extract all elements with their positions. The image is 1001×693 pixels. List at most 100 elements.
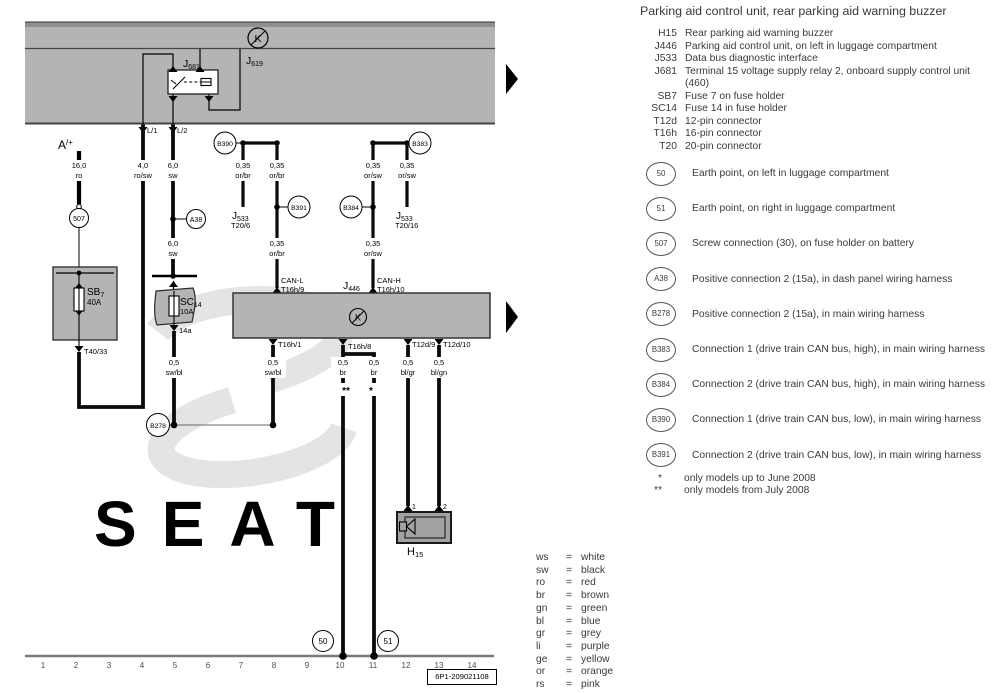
equals-sign: = [566, 615, 573, 627]
connection-description: Connection 2 (drive train CAN bus, high)… [692, 379, 986, 391]
fuse-sc14: SC14 10A 14a [154, 287, 202, 335]
color-name: red [581, 577, 596, 589]
label-t12d-9: T12d/9 [412, 340, 435, 349]
wire-gauge-label: 0,5 [434, 358, 444, 367]
legend-connection-row: 50 Earth point, on left in luggage compa… [640, 156, 1001, 191]
legend-footnote-row: ** only models from July 2008 [640, 485, 1001, 497]
component-code: T16h [653, 128, 677, 139]
color-code: or [536, 666, 546, 678]
track-number: 14 [467, 661, 477, 670]
k-symbol-j446: K [348, 307, 368, 327]
wire-color-label: or/br [269, 171, 285, 180]
speaker-horn-icon [405, 517, 416, 536]
wire-color-row: br = brown [536, 590, 613, 603]
label-t16h-8: T16h/8 [348, 342, 371, 351]
track-number: 13 [434, 661, 444, 670]
label-sb7-amps: 40A [87, 298, 102, 307]
color-code: rs [536, 679, 545, 691]
legend-component-row: T12d 12-pin connector [640, 116, 1001, 129]
color-code: gn [536, 602, 548, 614]
legend-connection-row: B391 Connection 2 (drive train CAN bus, … [640, 438, 1001, 473]
speaker-icon [398, 521, 408, 532]
control-unit-j446: J446 K T16h/1 T16h/8 T12d/9 T12d/10 [232, 280, 518, 351]
track-number: 12 [401, 661, 411, 670]
connection-code-badge: B390 [646, 407, 676, 432]
wire-color-label: sw [168, 171, 178, 180]
label-l2: L/2 [177, 126, 187, 135]
wire-color-row: sw = black [536, 565, 613, 578]
component-code: H15 [658, 28, 677, 39]
label-t20-16: T20/16 [395, 221, 418, 230]
wire-gauge-label: 16,0 [72, 161, 87, 170]
connection-code-badge: B384 [646, 372, 676, 397]
connection-code-badge: 507 [646, 231, 676, 256]
color-name: brown [581, 590, 610, 602]
equals-sign: = [566, 666, 573, 678]
junction-b278: B278 [146, 413, 277, 437]
label-sc14-amps: 10A [180, 307, 193, 316]
connection-description: Connection 1 (drive train CAN bus, low),… [692, 414, 982, 426]
track-number: 3 [106, 661, 112, 670]
label-j619: J619 [246, 55, 263, 68]
wire-color-row: gn = green [536, 603, 613, 616]
wire-gauge-label: 0,35 [270, 239, 285, 248]
wire-gauge-label: 0,5 [403, 358, 413, 367]
label-sb7: SB7 [87, 287, 104, 299]
wire-color-label: or/br [269, 249, 285, 258]
label-j533-right: J533 [396, 211, 413, 223]
connection-code-badge: B383 [646, 337, 676, 362]
component-description: Rear parking aid warning buzzer [685, 28, 834, 39]
equals-sign: = [566, 628, 573, 640]
component-description: Data bus diagnostic interface [685, 53, 818, 64]
component-code: SB7 [657, 90, 677, 102]
wire-gauge-label: 0,35 [270, 161, 285, 170]
connection-list: 50 Earth point, on left in luggage compa… [640, 156, 1001, 473]
label-t20-6: T20/6 [231, 221, 250, 230]
color-name: grey [581, 628, 602, 640]
connection-description: Earth point, on right in luggage compart… [692, 203, 896, 215]
label-h15-pin2: 2 [443, 504, 447, 511]
equals-sign: = [566, 602, 573, 614]
seat-watermark-text: SEAT [94, 488, 360, 560]
component-description: Parking aid control unit, on left in lug… [685, 40, 937, 52]
component-code: J533 [654, 53, 677, 64]
footnote-list: * only models up to June 2008 ** only mo… [640, 473, 1001, 498]
wire-color-label: ro [76, 171, 83, 180]
top-band: K [25, 21, 518, 125]
fuse-sb7: SB7 40A [52, 266, 118, 341]
connection-description: Positive connection 2 (15a), in dash pan… [692, 273, 953, 285]
k-letter: K [254, 33, 261, 45]
wire-color-row: bl = blue [536, 616, 613, 629]
wire-color-table: ws = white sw = black ro = red br = brow… [536, 552, 613, 692]
band-pin-labels: L/1 L/2 [138, 126, 187, 135]
track-number: 11 [368, 661, 378, 670]
color-code: ge [536, 653, 548, 665]
connection-description: Positive connection 2 (15a), in main wir… [692, 308, 925, 320]
legend-component-row: SB7 Fuse 7 on fuse holder [640, 91, 1001, 104]
wire-color-label: ro/sw [134, 171, 153, 180]
note-marker-double-asterisk: ** [342, 386, 350, 397]
equals-sign: = [566, 653, 573, 665]
equals-sign: = [566, 679, 573, 691]
track-number: 2 [73, 661, 79, 670]
connection-b391: B391 [291, 205, 307, 212]
color-code: gr [536, 628, 546, 640]
component-description: 12-pin connector [685, 115, 762, 127]
color-name: white [581, 552, 606, 563]
note-marker-asterisk: * [369, 386, 373, 397]
equals-sign: = [566, 590, 573, 602]
page-title: Parking aid control unit, rear parking a… [640, 4, 947, 18]
track-number: 7 [238, 661, 244, 670]
legend-connection-row: 51 Earth point, on right in luggage comp… [640, 191, 1001, 226]
equals-sign: = [566, 552, 573, 563]
wire-color-label: bl/gn [431, 368, 447, 377]
wire-color-row: or = orange [536, 666, 613, 679]
legend-connection-row: B390 Connection 1 (drive train CAN bus, … [640, 402, 1001, 437]
label-h15: H15 [407, 546, 423, 559]
color-code: li [536, 640, 541, 652]
wire-gauge-label: 0,35 [366, 161, 381, 170]
equals-sign: = [566, 577, 573, 589]
connection-b390: B390 [217, 141, 233, 148]
component-description: 20-pin connector [685, 140, 762, 152]
